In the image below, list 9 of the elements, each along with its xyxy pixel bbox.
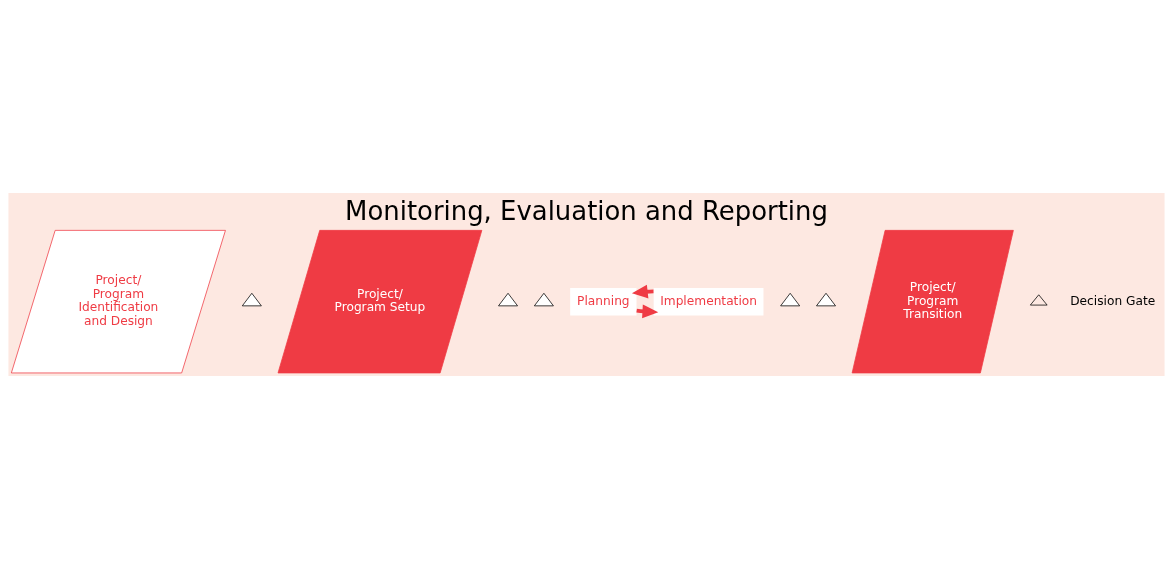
diagram-title: Monitoring, Evaluation and Reporting <box>345 195 828 226</box>
node-triangle <box>533 292 554 307</box>
node-box: Planning <box>570 287 637 316</box>
node-triangle <box>241 292 262 307</box>
node-box: Implementation <box>653 287 764 316</box>
legend-label: Decision Gate <box>1070 293 1156 308</box>
node-triangle <box>780 292 801 307</box>
node-triangle <box>498 292 518 307</box>
node-triangle <box>816 292 836 307</box>
